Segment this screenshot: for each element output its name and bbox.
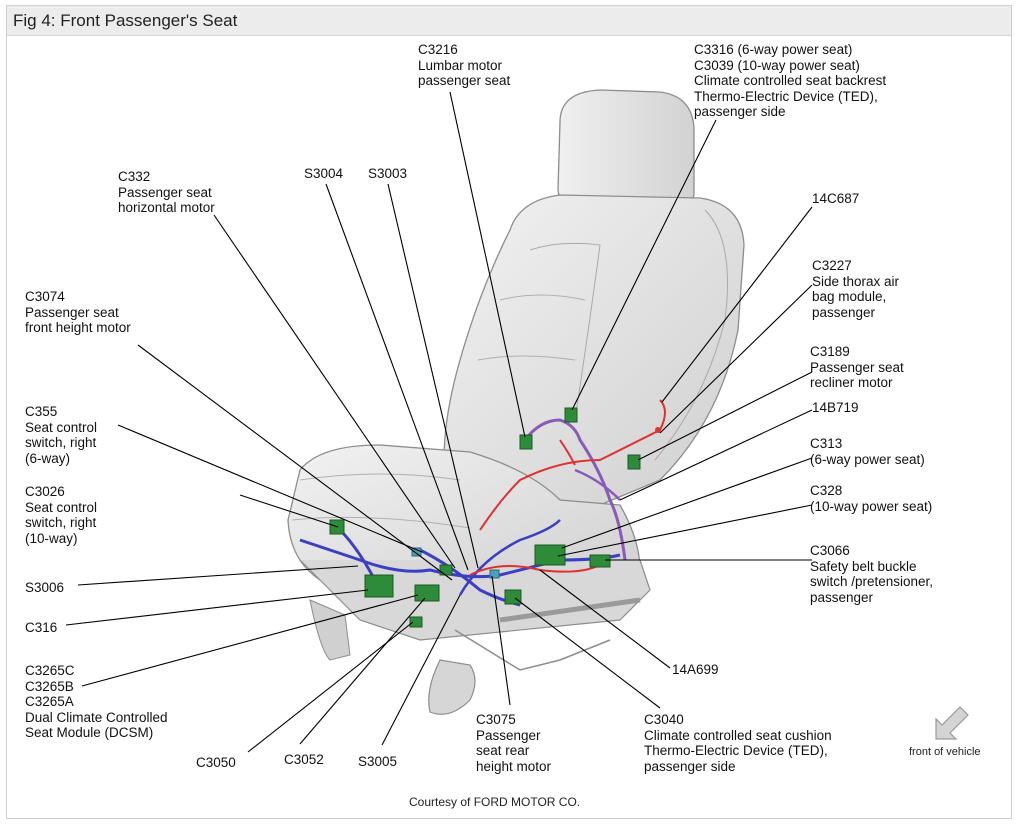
- label-14b719: 14B719: [812, 400, 859, 415]
- connector-c3216: [519, 434, 533, 450]
- label-c355: C355 Seat control switch, right (6-way): [25, 404, 98, 466]
- label-14c687: 14C687: [812, 191, 860, 206]
- label-c3075: C3075 Passenger seat rear height motor: [476, 712, 552, 774]
- connector-c3075b: [489, 569, 500, 579]
- label-c3189: C3189 Passenger seat recliner motor: [810, 344, 904, 390]
- front-of-vehicle-arrow-icon: [935, 706, 969, 740]
- label-c3050: C3050: [196, 755, 236, 770]
- figure-title: Fig 4: Front Passenger's Seat: [13, 11, 238, 30]
- connector-c3052: [414, 584, 440, 602]
- connectors: [329, 407, 661, 628]
- label-c3026: C3026 Seat control switch, right (10-way…: [25, 484, 98, 546]
- label-c3066: C3066 Safety belt buckle switch /pretens…: [810, 543, 934, 605]
- label-c3040: C3040 Climate controlled seat cushion Th…: [644, 712, 832, 774]
- label-c3227: C3227 Side thorax air bag module, passen…: [812, 258, 900, 320]
- seat-track: [299, 559, 651, 715]
- label-c3265: C3265C C3265B C3265A Dual Climate Contro…: [25, 663, 168, 740]
- connector-c3040: [504, 589, 522, 605]
- label-s3004: S3004: [304, 166, 344, 181]
- label-c3316: C3316 (6-way power seat) C3039 (10-way p…: [694, 42, 887, 119]
- leader-lines: [65, 91, 813, 753]
- connector-c3075: [439, 564, 453, 576]
- connector-c3050: [409, 616, 423, 628]
- label-c313: C313 (6-way power seat): [810, 436, 925, 467]
- label-s3003: S3003: [368, 166, 408, 181]
- courtesy-caption: Courtesy of FORD MOTOR CO.: [409, 795, 581, 809]
- label-c332: C332 Passenger seat horizontal motor: [118, 169, 215, 215]
- front-of-vehicle-label: front of vehicle: [909, 746, 981, 758]
- connector-dcsm: [364, 574, 394, 598]
- connector-c3316: [564, 407, 578, 423]
- label-c3216: C3216 Lumbar motor passenger seat: [418, 42, 511, 88]
- label-14a699: 14A699: [672, 662, 719, 677]
- label-c3052: C3052: [284, 752, 324, 767]
- connector-c3189: [627, 454, 641, 470]
- connector-14c687: [655, 427, 661, 433]
- label-s3005: S3005: [358, 754, 398, 769]
- label-s3006: S3006: [25, 580, 65, 595]
- label-c328: C328 (10-way power seat): [810, 483, 933, 514]
- label-c3074: C3074 Passenger seat front height motor: [25, 289, 131, 335]
- figure-header: Fig 4: Front Passenger's Seat: [7, 6, 1011, 36]
- connector-c3066: [589, 554, 611, 568]
- label-c316: C316: [25, 620, 58, 635]
